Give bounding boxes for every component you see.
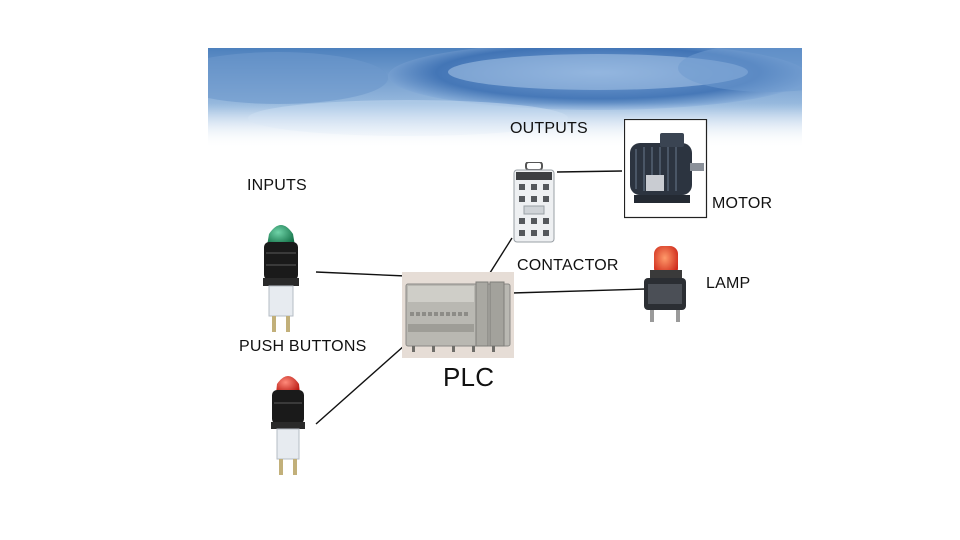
contactor-label: CONTACTOR	[517, 257, 619, 274]
plc-unit-icon	[402, 272, 514, 358]
wire-input-red-to-plc	[315, 344, 406, 425]
green-push-button-icon	[263, 225, 299, 332]
red-push-button-icon	[271, 376, 305, 475]
lamp-label: LAMP	[706, 275, 751, 292]
red-indicator-lamp-icon	[644, 246, 686, 322]
motor-label: MOTOR	[712, 195, 773, 212]
wire-plc-to-lamp	[511, 288, 646, 294]
push-buttons-label: PUSH BUTTONS	[239, 338, 367, 355]
contactor-icon	[513, 162, 555, 243]
wire-input-green-to-plc	[315, 271, 407, 277]
wire-contactor-to-motor	[556, 170, 623, 173]
inputs-label: INPUTS	[247, 177, 307, 194]
outputs-label: OUTPUTS	[510, 120, 588, 137]
electric-motor-icon	[624, 119, 708, 219]
plc-label: PLC	[443, 362, 495, 392]
wire-plc-to-contactor	[487, 237, 513, 277]
